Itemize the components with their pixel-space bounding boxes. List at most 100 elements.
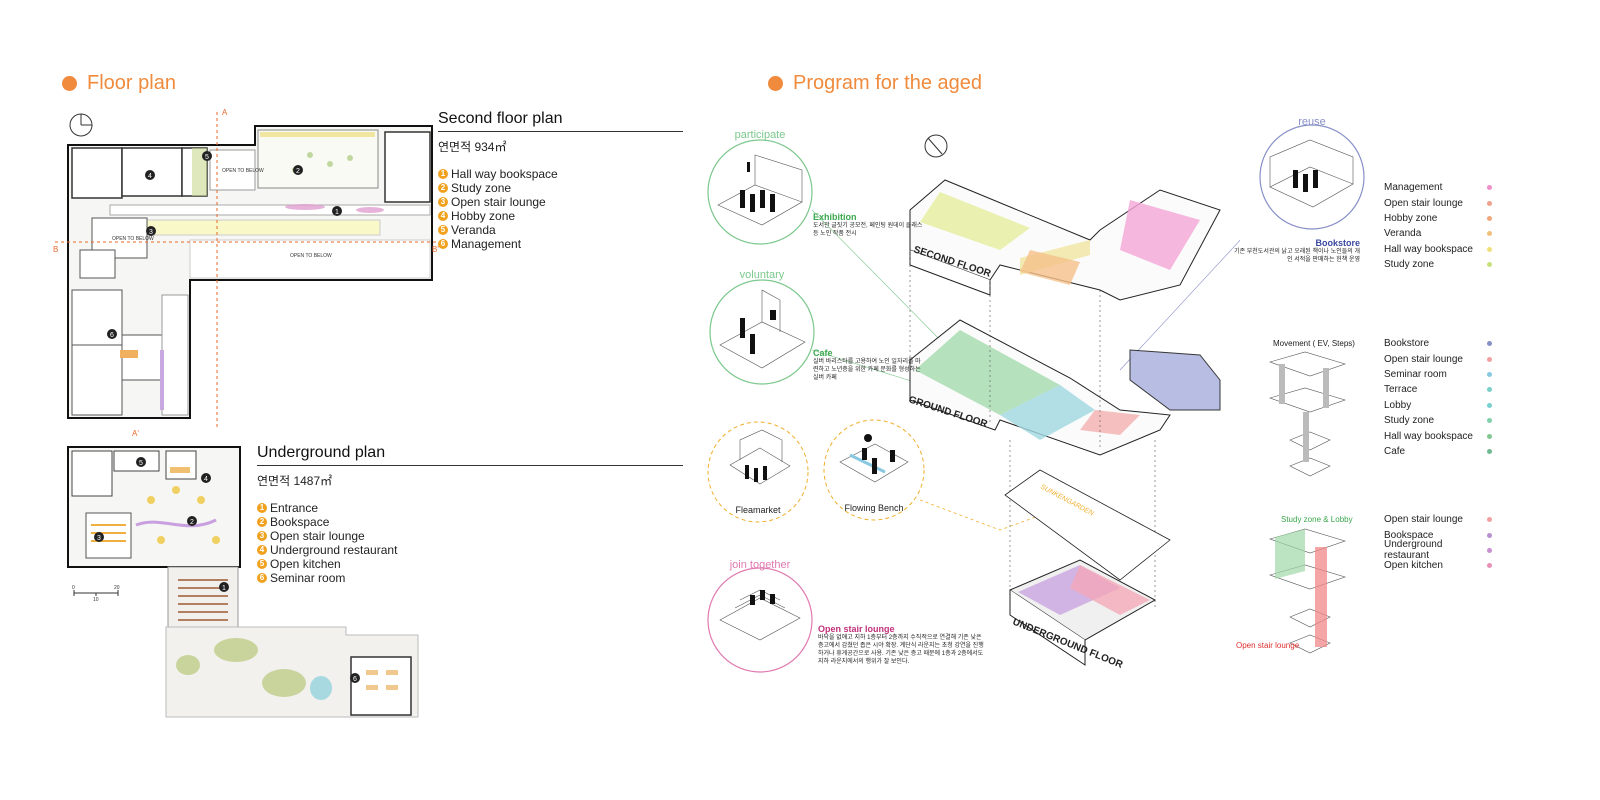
second-floor-slab: SECOND FLOOR	[909, 179, 1221, 301]
voluntary-circle: voluntary	[709, 269, 815, 385]
plan-marker-6: 6	[107, 329, 117, 339]
bookstore-callout: Bookstore 기존 부천도서관의 낡고 오래된 책이나 노인들의 개인 서…	[1230, 238, 1360, 264]
second-floor-area: 연면적 934㎡	[438, 140, 507, 154]
floor-plan-title: Floor plan	[87, 72, 176, 94]
plan-marker-5: 5	[202, 151, 212, 161]
study-lobby-label: Study zone & Lobby	[1281, 515, 1353, 524]
ground-floor-slab: GROUND FLOOR	[907, 319, 1221, 456]
bookstore-label: Bookstore	[1315, 238, 1360, 248]
legend-item: Study zone	[1384, 413, 1492, 428]
open-to-below-label-2: OPEN TO BELOW	[112, 236, 154, 242]
legend-item: Hall way bookspace	[1384, 428, 1492, 443]
section-marker-a-prime: A'	[132, 429, 139, 438]
reuse-circle: reuse	[1259, 116, 1365, 230]
open-stair-label: Open stair lounge	[818, 624, 895, 634]
plan-marker-2: 2	[293, 165, 303, 175]
section-marker-b-prime: B'	[432, 245, 439, 254]
program-heading: Program for the aged	[768, 72, 982, 95]
open-to-below-label-1: OPEN TO BELOW	[222, 168, 264, 174]
plan-marker-6: 6	[350, 673, 360, 683]
underground-floor-slab: UNDERGROUND FLOOR	[1008, 559, 1157, 671]
svg-text:2: 2	[296, 168, 300, 175]
second-floor-title: Second floor plan	[438, 110, 563, 127]
legend-item: Open stair lounge	[1384, 351, 1492, 366]
participate-circle: participate	[707, 129, 813, 245]
legend-item: Open stair lounge	[1384, 195, 1492, 210]
open-stair-desc: 바닥을 없애고 지하 1층부터 2층까지 수직적으로 연결해 기존 낮은 층고에…	[818, 635, 984, 665]
legend-item: Veranda	[1384, 226, 1492, 241]
svg-text:4: 4	[148, 173, 152, 180]
legend-item: Terrace	[1384, 382, 1492, 397]
svg-text:4: 4	[204, 476, 208, 483]
flowing-bench-circle: Flowing Bench	[823, 419, 925, 521]
svg-text:voluntary: voluntary	[740, 269, 785, 281]
program-title: Program for the aged	[793, 72, 982, 94]
open-stair-callout: Open stair lounge 바닥을 없애고 지하 1층부터 2층까지 수…	[818, 624, 988, 666]
svg-text:1: 1	[335, 209, 339, 216]
orange-dot-icon	[768, 76, 783, 91]
divider	[438, 131, 683, 132]
legend-item: Underground restaurant	[1384, 539, 1492, 561]
svg-text:5: 5	[139, 460, 143, 467]
orange-dot-icon	[62, 76, 77, 91]
legend-item: Seminar room	[1384, 367, 1492, 382]
legend-item: Lobby	[1384, 398, 1492, 413]
exhibition-label: Exhibition	[813, 212, 857, 222]
second-floor-program-legend: Management Open stair lounge Hobby zone …	[1384, 180, 1492, 272]
plan-marker-1: 1	[219, 582, 229, 592]
plan-marker-3: 3	[94, 532, 104, 542]
section-marker-b: B	[53, 245, 58, 254]
svg-text:reuse: reuse	[1298, 116, 1326, 128]
sunken-garden-plane: SUNKENGARDEN	[1004, 469, 1171, 581]
svg-text:2: 2	[190, 519, 194, 526]
svg-text:5: 5	[205, 154, 209, 161]
svg-text:3: 3	[149, 229, 153, 236]
svg-text:6: 6	[110, 332, 114, 339]
plan-marker-4: 4	[201, 473, 211, 483]
scale-bar: 0 10 20	[72, 585, 120, 603]
open-stair-diagram-label: Open stair lounge	[1236, 641, 1300, 650]
svg-text:1: 1	[222, 585, 226, 592]
fleamarket-circle: Fleamarket	[707, 421, 809, 523]
svg-text:0: 0	[72, 585, 75, 591]
north-arrow-icon	[924, 134, 948, 158]
svg-text:20: 20	[114, 585, 120, 591]
svg-text:10: 10	[93, 597, 99, 603]
underground-title: Underground plan	[257, 444, 386, 461]
svg-text:Flowing Bench: Flowing Bench	[844, 503, 903, 513]
section-marker-a: A	[222, 108, 228, 117]
join-together-circle: join together	[707, 559, 813, 673]
plan-marker-1: 1	[332, 206, 342, 216]
underground-area: 연면적 1487㎡	[257, 474, 333, 488]
plan-marker-5: 5	[136, 457, 146, 467]
legend-item: Cafe	[1384, 444, 1492, 459]
legend-item: Hobby zone	[1384, 211, 1492, 226]
plan-marker-3: 3	[146, 226, 156, 236]
underground-plan-drawing: 1 2 3 4 5 6 0 10 20	[67, 446, 419, 718]
open-to-below-label-3: OPEN TO BELOW	[290, 253, 332, 259]
cafe-label: Cafe	[813, 348, 833, 358]
svg-text:6: 6	[353, 676, 357, 683]
cafe-callout: Cafe 실버 바리스타를 고용하여 노인 일자리를 마련하고 노년층을 위한 …	[813, 348, 923, 382]
movement-label: Movement ( EV, Steps)	[1273, 339, 1355, 348]
divider	[257, 465, 683, 466]
plan-marker-4: 4	[145, 170, 155, 180]
svg-text:join together: join together	[729, 559, 791, 571]
bookstore-desc: 기존 부천도서관의 낡고 오래된 책이나 노인들의 개인 서적을 판매하는 헌책…	[1234, 249, 1360, 263]
underground-program-legend: Open stair lounge Bookspace Underground …	[1384, 512, 1492, 574]
study-lobby-diagram	[1269, 528, 1346, 654]
